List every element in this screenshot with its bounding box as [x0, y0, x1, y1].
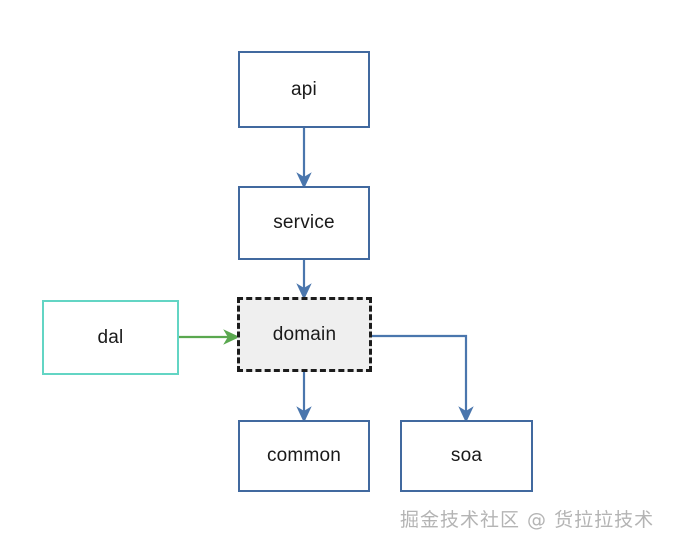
node-common[interactable]: common: [238, 420, 370, 492]
node-service[interactable]: service: [238, 186, 370, 260]
node-domain[interactable]: domain: [237, 297, 372, 372]
edge-domain-to-soa: [372, 334, 474, 423]
node-api-label: api: [291, 78, 317, 100]
node-dal[interactable]: dal: [42, 300, 179, 375]
node-service-label: service: [273, 212, 335, 233]
watermark: 掘金技术社区 @ 货拉拉技术: [400, 509, 655, 531]
node-soa-label: soa: [450, 445, 483, 466]
node-dal-label: dal: [97, 326, 124, 348]
node-api[interactable]: api: [238, 51, 370, 128]
node-common-label: common: [266, 445, 342, 466]
node-domain-label: domain: [272, 323, 337, 345]
node-soa[interactable]: soa: [400, 420, 533, 492]
